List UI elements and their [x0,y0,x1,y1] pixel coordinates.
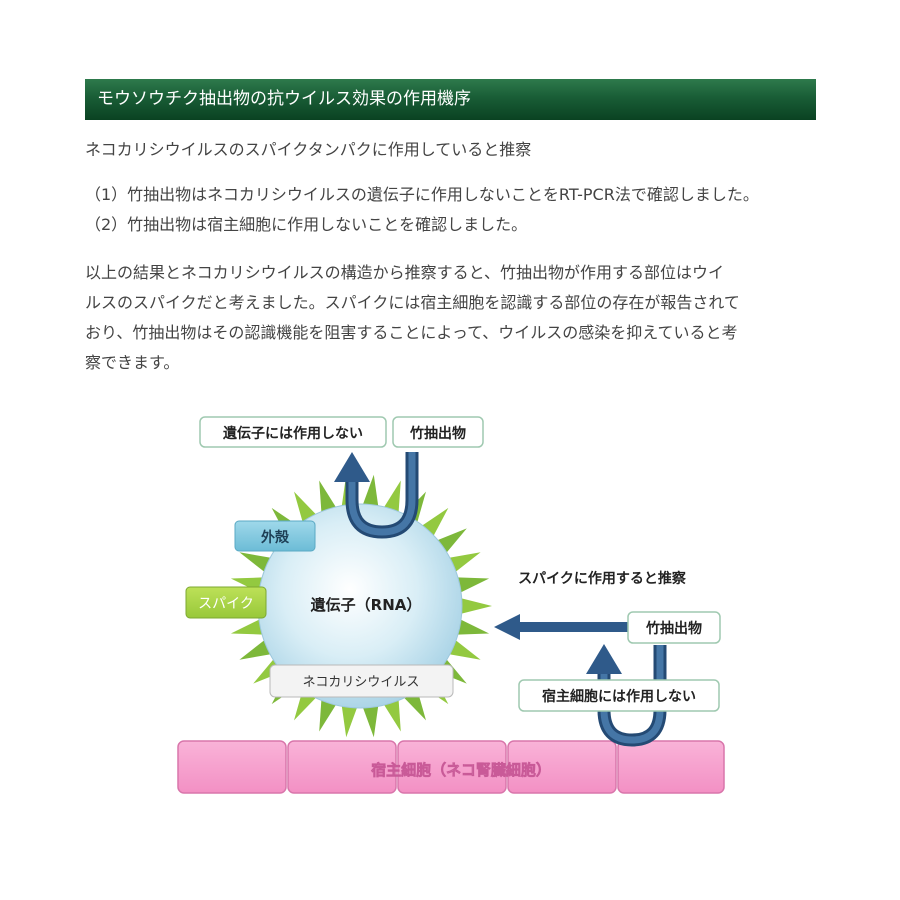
no-host-effect-box [518,679,720,712]
finding-2: （2）竹抽出物は宿主細胞に作用しないことを確認しました。 [85,215,528,234]
virus-spike [453,577,490,595]
host-arrow-highlight [600,645,664,744]
spike-action-label: スパイクに作用すると推察 [518,570,687,587]
spike-arrow-shaft [516,622,628,632]
spike-box [185,586,267,619]
host-cell [507,740,617,794]
no-gene-effect-label: 遺伝子には作用しない [223,425,363,442]
virus-spike [230,617,267,635]
virus-spike [319,696,339,732]
conclusion-paragraph: 以上の結果とネコカリシウイルスの構造から推察すると、竹抽出物が作用する部位はウイ… [85,258,825,378]
virus-spike [341,702,359,738]
spike-label: スパイク [198,596,254,612]
virus-spike [457,597,492,615]
no-host-effect-label: 宿主細胞には作用しない [542,688,696,705]
bamboo-extract-right-box [627,611,721,644]
virus-spike [381,480,401,516]
host-cell-layer: 宿主細胞（ネコ腎臓細胞） [177,740,725,794]
virus-name-label: ネコカリシウイルス [303,675,420,690]
host-cell [397,740,507,794]
conclusion-line-2: ルスのスパイクだと考えました。スパイクには宿主細胞を認識する部位の存在が報告され… [85,293,740,312]
findings-list: （1）竹抽出物はネコカリシウイルスの遺伝子に作用しないことをRT-PCR法で確認… [85,180,825,240]
host-cell-label: 宿主細胞（ネコ腎臓細胞） [371,761,551,779]
gene-arrow-head [334,452,370,482]
gene-rna-label: 遺伝子（RNA） [310,596,422,614]
bamboo-extract-top-label: 竹抽出物 [409,425,466,442]
virus-spike [361,702,379,738]
spike-arrow-head [494,614,520,640]
section-title: モウソウチク抽出物の抗ウイルス効果の作用機序 [97,89,471,109]
outer-shell-label: 外殻 [261,529,290,546]
virus-spike [381,696,401,732]
bamboo-extract-right-label: 竹抽出物 [645,620,702,637]
virus-spike [453,617,490,635]
virus-spike [361,474,379,510]
conclusion-line-4: 察できます。 [85,353,180,372]
virus-spike [319,480,339,516]
conclusion-line-1: 以上の結果とネコカリシウイルスの構造から推察すると、竹抽出物が作用する部位はウイ [85,263,725,282]
no-gene-effect-box [199,416,387,448]
virus-name-box [269,664,454,698]
finding-1: （1）竹抽出物はネコカリシウイルスの遺伝子に作用しないことをRT-PCR法で確認… [85,185,759,204]
gene-arrow-highlight [348,452,416,536]
host-cell [287,740,397,794]
conclusion-line-3: おり、竹抽出物はその認識機能を阻害することによって、ウイルスの感染を抑えていると… [85,323,738,342]
intro-line: ネコカリシウイルスのスパイクタンパクに作用していると推察 [85,140,532,159]
host-cell [177,740,287,794]
intro-text: ネコカリシウイルスのスパイクタンパクに作用していると推察 [85,136,825,164]
host-cell [617,740,725,794]
bamboo-extract-top-box [392,416,484,448]
section-header: モウソウチク抽出物の抗ウイルス効果の作用機序 [85,79,816,120]
outer-shell-box [234,520,316,552]
host-arrow-head [586,644,622,674]
